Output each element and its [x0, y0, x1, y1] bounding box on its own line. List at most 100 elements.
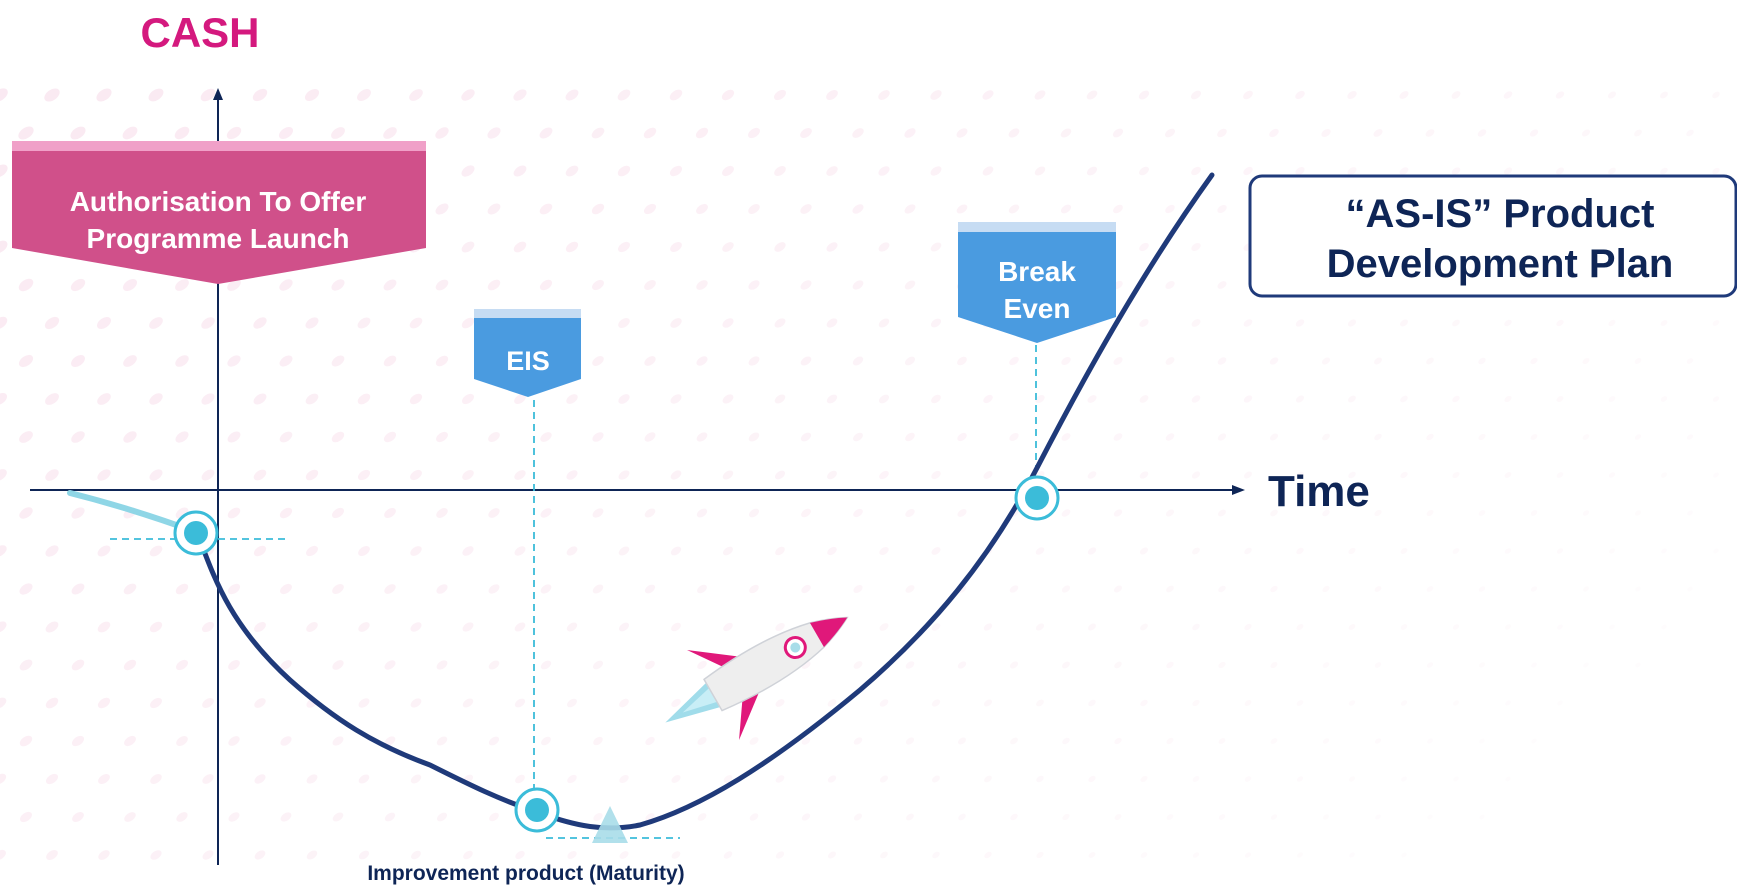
- background-dot: [1373, 356, 1383, 366]
- background-dot: [1451, 318, 1461, 328]
- background-dot: [1426, 737, 1434, 744]
- background-dot: [1660, 395, 1669, 403]
- background-dot: [957, 736, 968, 746]
- background-dot: [408, 392, 424, 407]
- background-dot: [1348, 851, 1356, 858]
- y-axis-label: CASH: [140, 9, 259, 56]
- background-dot: [1399, 394, 1409, 403]
- background-dot: [904, 507, 916, 518]
- background-dot: [1711, 167, 1721, 176]
- background-dot: [409, 773, 423, 786]
- background-dot: [1529, 128, 1540, 138]
- background-dot: [956, 660, 967, 670]
- background-dot: [18, 734, 34, 749]
- background-dot: [1008, 584, 1019, 594]
- background-dot: [1216, 127, 1229, 139]
- background-dot: [1556, 547, 1564, 555]
- background-dot: [1296, 851, 1304, 858]
- background-dot: [592, 811, 604, 822]
- background-dot: [929, 88, 944, 102]
- background-dot: [16, 276, 35, 294]
- background-dot: [1087, 775, 1097, 784]
- background-dot: [69, 353, 87, 370]
- background-dot: [1190, 241, 1202, 252]
- background-dot: [1712, 471, 1720, 478]
- background-dot: [1113, 813, 1122, 822]
- background-dot: [1217, 432, 1228, 442]
- background-dot: [121, 429, 139, 445]
- background-dot: [1502, 90, 1513, 101]
- background-dot: [775, 850, 786, 860]
- background-dot: [670, 773, 682, 784]
- background-dot: [721, 469, 735, 482]
- background-dot: [1242, 394, 1253, 404]
- background-dot: [1399, 318, 1410, 328]
- background-dot: [1321, 432, 1331, 442]
- background-dot: [278, 506, 294, 521]
- background-dot: [277, 124, 295, 141]
- background-dot: [1190, 165, 1203, 177]
- background-dot: [512, 163, 529, 179]
- background-dot: [1007, 203, 1021, 216]
- background-dot: [1452, 699, 1460, 706]
- background-dot: [1399, 471, 1409, 480]
- background-dot: [1400, 852, 1407, 859]
- background-dot: [1191, 546, 1201, 556]
- background-dot: [1242, 89, 1255, 101]
- background-dot: [903, 279, 917, 292]
- background-dot: [746, 126, 762, 140]
- background-dot: [17, 429, 35, 446]
- background-dot: [1608, 395, 1617, 403]
- background-dot: [669, 621, 682, 633]
- background-dot: [617, 621, 630, 633]
- background-dot: [277, 353, 294, 369]
- background-dot: [1711, 90, 1721, 99]
- background-dot: [1504, 547, 1512, 555]
- background-dot: [252, 696, 267, 710]
- background-dot: [122, 658, 138, 673]
- background-dot: [1348, 775, 1356, 782]
- background-dot: [538, 278, 554, 293]
- background-dot: [1060, 508, 1071, 519]
- background-dot: [878, 622, 890, 633]
- background-dot: [852, 660, 864, 671]
- background-dot: [1217, 508, 1227, 518]
- background-dot: [1581, 128, 1592, 138]
- background-dot: [1634, 585, 1641, 592]
- background-dot: [1269, 661, 1278, 670]
- background-dot: [1061, 813, 1070, 822]
- background-dot: [1321, 585, 1330, 594]
- background-dot: [669, 469, 683, 482]
- background-dot: [1140, 851, 1149, 859]
- background-dot: [1400, 623, 1409, 631]
- background-dot: [1686, 586, 1693, 593]
- background-dot: [696, 659, 709, 671]
- background-dot: [694, 202, 710, 216]
- background-dot: [1374, 813, 1382, 820]
- background-dot: [434, 506, 449, 520]
- background-dot: [200, 620, 216, 635]
- background-dot: [956, 355, 969, 367]
- background-dot: [695, 431, 709, 444]
- background-dot: [1555, 395, 1564, 404]
- background-dot: [459, 163, 476, 179]
- background-dot: [643, 507, 657, 520]
- background-dot: [227, 810, 241, 823]
- background-dot: [591, 430, 606, 444]
- background-dot: [1035, 698, 1045, 708]
- background-dot: [200, 467, 217, 482]
- background-dot: [722, 621, 735, 633]
- background-dot: [539, 735, 552, 747]
- background-dot: [642, 278, 657, 292]
- background-dot: [0, 162, 10, 180]
- background-dot: [1504, 699, 1512, 706]
- background-dot: [486, 430, 501, 444]
- background-dot: [851, 202, 866, 215]
- background-dot: [487, 506, 502, 520]
- background-dot: [1660, 624, 1667, 631]
- background-dot: [148, 772, 163, 786]
- background-dot: [1478, 738, 1485, 745]
- background-dot: [905, 736, 916, 746]
- background-dot: [435, 811, 448, 823]
- background-dot: [1165, 508, 1176, 518]
